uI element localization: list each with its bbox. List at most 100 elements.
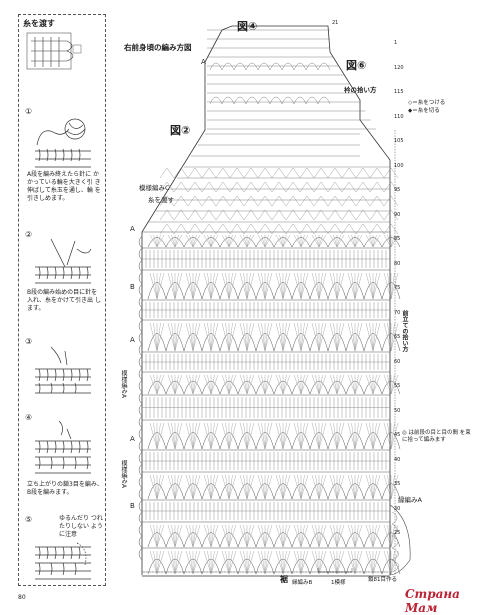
net-mark [229, 167, 245, 179]
stitch-mark [228, 234, 237, 248]
stitch-mark [372, 550, 381, 575]
stitch-mark [282, 374, 287, 395]
chain-stitch [307, 571, 311, 573]
stitch-mark [171, 474, 176, 500]
stitch-mark [185, 474, 194, 500]
stitch-mark [351, 422, 356, 450]
stitch-mark [192, 422, 197, 450]
net-mark [271, 223, 287, 235]
stitch-mark [354, 524, 359, 548]
fan-mark [305, 62, 319, 71]
stitch-mark [329, 474, 338, 500]
chain-stitch [142, 571, 146, 573]
stitch-mark [347, 550, 356, 575]
chain-stitch [202, 571, 206, 573]
stitch-mark [261, 272, 266, 300]
stitch-mark [221, 374, 230, 395]
edge-scallop [138, 343, 143, 357]
stitch-mark [390, 550, 395, 575]
stitch-mark [156, 234, 165, 248]
stitch-mark [293, 524, 302, 548]
stitch-mark [192, 474, 201, 500]
chain-stitch [247, 571, 251, 573]
make-chain-label: 鎖81目作る [368, 577, 397, 583]
stitch-mark [192, 374, 201, 395]
page-number: 80 [18, 594, 26, 601]
stitch-mark [336, 374, 341, 395]
net-mark [369, 167, 385, 179]
net-mark [355, 181, 371, 193]
stitch-mark [372, 374, 377, 395]
stitch-mark [329, 524, 338, 548]
net-mark [369, 223, 385, 235]
edge-scallop [138, 271, 143, 285]
stitch-mark [264, 422, 269, 450]
step-1-text: A段を編み終えたら針に かかっている輪を大きく引 き伸ばして糸玉を通し、輪 を引… [27, 171, 101, 202]
stitch-mark [369, 322, 374, 352]
stitch-mark [156, 422, 161, 450]
stitch-mark [300, 524, 309, 548]
stitch-mark [387, 322, 392, 352]
net-mark [257, 209, 273, 221]
stitch-mark [390, 322, 399, 352]
stitch-mark [192, 550, 197, 575]
row-number: 50 [394, 407, 401, 414]
net-mark [257, 181, 273, 193]
net-mark [159, 195, 175, 207]
stitch-mark [192, 234, 201, 248]
stitch-mark [149, 322, 158, 352]
stitch-mark [282, 474, 291, 500]
stitch-mark [257, 474, 266, 500]
chain-stitch [223, 571, 227, 573]
stitch-mark [153, 550, 158, 575]
stitch-mark [372, 374, 381, 395]
stitch-mark [257, 422, 266, 450]
net-mark [341, 223, 357, 235]
watermark: Страна Мам [405, 587, 460, 615]
chain-stitch [154, 571, 158, 573]
net-mark [369, 209, 385, 221]
stitch-mark [228, 322, 237, 352]
chain-stitch [304, 571, 308, 573]
net-mark [341, 181, 357, 193]
step-4-photo [31, 419, 95, 479]
stitch-mark [210, 550, 215, 575]
stitch-mark [329, 272, 338, 300]
edge-scallop [138, 523, 143, 537]
stitch-mark [149, 550, 158, 575]
stitch-mark [354, 524, 363, 548]
stitch-mark [333, 422, 338, 450]
chain-stitch [169, 571, 173, 573]
stitch-mark [189, 422, 194, 450]
net-mark [313, 195, 329, 207]
chain-stitch [358, 571, 362, 573]
stitch-mark [189, 374, 194, 395]
stitch-mark [156, 474, 165, 500]
chain-stitch [163, 571, 167, 573]
stitch-mark [171, 322, 176, 352]
stitch-mark [246, 234, 255, 248]
chain-stitch [352, 571, 356, 573]
stitch-mark [365, 234, 374, 248]
stitch-mark [372, 272, 377, 300]
stitch-mark [390, 374, 395, 395]
stitch-mark [246, 474, 251, 500]
stitch-mark [318, 474, 323, 500]
stitch-mark [203, 234, 212, 248]
net-mark [187, 181, 203, 193]
step-5-photo [31, 541, 95, 581]
stitch-mark [300, 322, 309, 352]
chain-stitch [370, 571, 374, 573]
stitch-mark [239, 524, 248, 548]
chain-stitch [187, 571, 191, 573]
stitch-mark [383, 234, 392, 248]
chain-stitch [175, 571, 179, 573]
edge-scallop [138, 439, 143, 453]
stitch-mark [297, 474, 302, 500]
stitch-mark [156, 524, 161, 548]
stitch-mark [228, 550, 237, 575]
stitch-mark [372, 524, 377, 548]
row-number: 25 [394, 530, 401, 536]
panel-title: 糸を渡す [23, 19, 55, 28]
chain-stitch [301, 571, 305, 573]
